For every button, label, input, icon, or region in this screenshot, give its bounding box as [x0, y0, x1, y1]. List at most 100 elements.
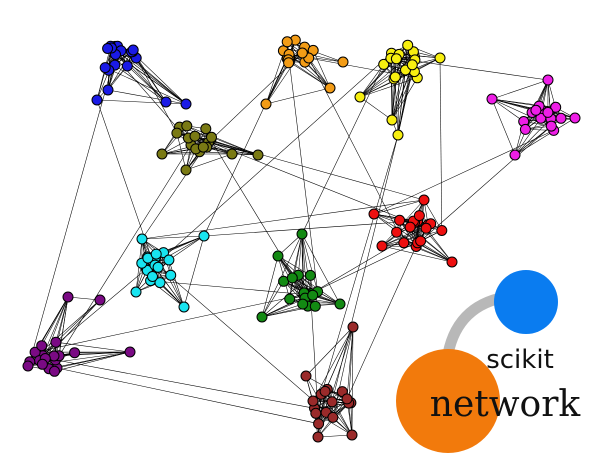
node-red	[420, 222, 432, 234]
edge-yellow-brown	[331, 134, 399, 402]
edge-cyan-red	[141, 199, 425, 240]
node-magenta	[509, 149, 521, 161]
node-red	[394, 214, 406, 226]
node-yellow	[392, 129, 404, 141]
edge-yellow	[359, 96, 393, 121]
node-brown	[327, 411, 339, 423]
node-brown	[313, 418, 325, 430]
node-cyan	[163, 254, 175, 266]
edge-blue	[115, 54, 167, 103]
edge-orange	[308, 57, 331, 89]
edge-yellow	[395, 45, 408, 78]
node-cyan	[165, 269, 177, 281]
edge-yellow	[391, 71, 415, 121]
node-magenta	[545, 120, 557, 132]
edge-orange	[265, 87, 331, 105]
node-orange	[296, 47, 308, 59]
node-olive	[171, 127, 183, 139]
edge-red	[381, 245, 453, 263]
edge-yellow-green	[261, 64, 384, 318]
edge-blue-purple	[29, 54, 116, 362]
edge-brown	[324, 326, 354, 392]
node-brown	[300, 370, 312, 382]
edge-yellow	[359, 58, 397, 98]
node-purple	[69, 347, 81, 359]
edge-orange-red	[308, 57, 405, 243]
edge-magenta	[491, 79, 549, 100]
node-yellow	[406, 59, 418, 71]
edge-red-brown	[346, 242, 418, 400]
node-green	[334, 298, 346, 310]
node-purple	[94, 294, 106, 306]
node-orange	[324, 82, 336, 94]
edge-green-purple	[35, 291, 318, 353]
edge-yellow	[397, 69, 406, 136]
edge-purple	[55, 299, 101, 343]
scikit-network-logo: scikit network	[396, 270, 581, 453]
node-magenta	[542, 106, 554, 118]
node-purple	[29, 346, 41, 358]
node-yellow	[434, 52, 446, 64]
edge-yellow-cyan	[154, 52, 392, 266]
node-green	[256, 311, 268, 323]
node-green	[304, 269, 316, 281]
logo-text-scikit: scikit	[486, 345, 554, 375]
node-cyan	[147, 271, 158, 282]
edge-yellow	[390, 58, 393, 121]
node-brown	[347, 321, 359, 333]
edge-brown	[351, 326, 354, 436]
node-olive	[200, 123, 212, 135]
edge-olive	[185, 153, 233, 171]
node-blue	[180, 98, 192, 110]
edge-green	[261, 255, 279, 318]
node-blue	[99, 62, 111, 74]
node-cyan	[136, 233, 148, 245]
node-purple	[50, 336, 62, 348]
edge-purple	[55, 341, 131, 353]
node-blue	[160, 96, 172, 108]
edge-green	[261, 281, 284, 318]
node-green	[286, 272, 298, 284]
edge-olive	[211, 137, 259, 156]
node-olive	[197, 141, 209, 153]
logo-small-circle	[494, 270, 558, 334]
node-cyan	[198, 230, 210, 242]
node-red	[376, 240, 388, 252]
node-yellow	[389, 71, 401, 83]
edge-purple	[48, 351, 131, 369]
node-magenta	[530, 104, 542, 116]
edge-brown	[346, 326, 354, 399]
edge-cyan	[168, 259, 185, 308]
node-brown	[310, 407, 322, 419]
node-orange	[337, 56, 349, 68]
node-red	[368, 208, 380, 220]
edge-blue	[96, 47, 112, 101]
edge-blue-olive	[135, 57, 178, 134]
node-orange	[281, 36, 293, 48]
edge-blue	[107, 51, 132, 91]
logo-big-circle	[396, 349, 500, 453]
node-blue	[102, 84, 114, 96]
edge-olive-red	[194, 135, 425, 201]
node-yellow	[378, 58, 390, 70]
node-red	[391, 226, 403, 238]
node-magenta	[550, 101, 562, 113]
edge-blue	[114, 46, 167, 103]
node-blue	[91, 94, 103, 106]
node-cyan	[130, 286, 142, 298]
edge-yellow	[391, 77, 418, 121]
edge-brown	[312, 326, 354, 402]
node-green	[272, 250, 284, 262]
node-purple	[49, 365, 60, 377]
edge-blue	[107, 48, 187, 105]
edge-red	[381, 230, 442, 247]
node-red	[398, 237, 410, 249]
edge-red	[409, 226, 453, 263]
edge-red	[425, 228, 453, 263]
node-brown	[312, 431, 324, 443]
edge-purple-brown	[56, 367, 319, 424]
node-yellow	[386, 114, 398, 126]
node-brown	[319, 385, 331, 397]
edge-blue	[114, 46, 187, 105]
